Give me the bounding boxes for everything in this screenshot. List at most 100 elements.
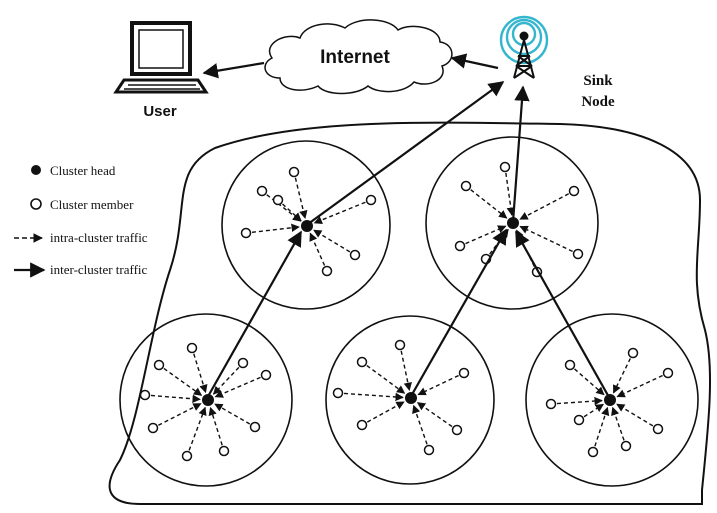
cluster-head <box>604 394 616 406</box>
intra-cluster-link <box>214 403 251 425</box>
cluster-top-right <box>425 136 599 310</box>
legend: Cluster head Cluster member intra-cluste… <box>14 163 148 278</box>
user-label: User <box>143 103 177 120</box>
intra-cluster-link <box>294 177 308 220</box>
cluster-member-node <box>587 446 599 458</box>
intra-cluster-link <box>611 406 625 441</box>
cluster-member-node <box>573 414 585 426</box>
cluster-member-node <box>272 194 284 206</box>
intra-cluster-link <box>470 189 508 219</box>
cluster-member-node <box>237 357 249 369</box>
intra-cluster-link <box>556 396 603 406</box>
inter-link-bm-to-tr <box>409 228 507 399</box>
intra-cluster-link <box>366 401 405 423</box>
legend-label-inter-traffic: inter-cluster traffic <box>50 262 148 277</box>
intra-cluster-link <box>214 376 261 398</box>
legend-label-cluster-member: Cluster member <box>50 197 134 212</box>
cluster-head <box>301 220 313 232</box>
cluster-member-node <box>394 339 406 351</box>
internet-cloud: Internet <box>264 19 453 95</box>
intra-cluster-link <box>519 225 573 253</box>
cluster-bottom-left <box>119 313 293 487</box>
intra-cluster-link <box>313 201 366 225</box>
intra-cluster-link <box>193 353 208 394</box>
inter-link-tr-to-sink <box>511 85 530 223</box>
laptop-icon <box>113 21 209 94</box>
intra-cluster-link <box>309 232 326 266</box>
cluster-member-node <box>256 185 268 197</box>
intra-cluster-link <box>266 194 302 222</box>
cluster-member-node <box>545 398 557 410</box>
link-internet-to-user <box>202 61 265 79</box>
cluster-member-node <box>356 419 368 431</box>
inter-link-bl-to-tl <box>205 230 302 401</box>
cluster-member-node <box>139 389 151 401</box>
legend-cluster-head-symbol <box>31 165 41 175</box>
intra-cluster-link <box>366 364 406 394</box>
intra-cluster-links <box>150 172 663 451</box>
intra-cluster-link <box>616 374 663 398</box>
cluster-member-node <box>620 440 632 452</box>
intra-cluster-link <box>416 401 453 428</box>
cluster-member-node <box>627 347 639 359</box>
intra-cluster-link <box>208 406 223 446</box>
cluster-head <box>202 394 214 406</box>
cluster-members <box>139 161 674 462</box>
cluster-member-node <box>186 342 198 354</box>
intra-cluster-link <box>150 394 201 403</box>
intra-cluster-link <box>313 229 351 253</box>
sink-node-label-line2: Node <box>581 94 615 110</box>
intra-cluster-link <box>212 366 240 395</box>
intra-cluster-link <box>343 392 404 402</box>
antenna-tower-icon <box>499 15 549 79</box>
intra-cluster-link <box>612 358 631 394</box>
cluster-bottom-right <box>525 313 699 487</box>
inter-cluster-links <box>202 53 611 401</box>
intra-cluster-link <box>505 172 515 216</box>
cluster-head <box>405 392 417 404</box>
cluster-member-node <box>249 421 261 433</box>
legend-cluster-member-symbol <box>30 198 42 210</box>
cluster-member-node <box>451 424 463 436</box>
cluster-member-node <box>460 180 472 192</box>
cluster-member-node <box>288 166 300 178</box>
intra-cluster-link <box>616 403 654 427</box>
cluster-member-node <box>147 422 159 434</box>
cluster-member-node <box>240 227 252 239</box>
intra-cluster-link <box>282 203 302 222</box>
cluster-member-node <box>564 359 576 371</box>
legend-label-cluster-head: Cluster head <box>50 163 116 178</box>
intra-cluster-link <box>163 367 203 396</box>
intra-cluster-link <box>158 403 202 426</box>
internet-label: Internet <box>320 47 390 68</box>
cluster-member-node <box>423 444 435 456</box>
inter-link-tl-to-sink <box>307 81 505 225</box>
sensor-field-boundary <box>108 121 712 505</box>
intra-cluster-link <box>400 350 412 391</box>
cluster-member-node <box>153 359 165 371</box>
cluster-member-node <box>499 161 511 173</box>
intra-cluster-link <box>251 223 300 234</box>
cluster-bottom-middle <box>325 315 495 485</box>
cluster-heads <box>202 217 616 406</box>
inter-link-br-to-tr <box>515 230 611 400</box>
cluster-member-node <box>356 356 368 368</box>
intra-cluster-link <box>583 403 604 418</box>
legend-label-intra-traffic: intra-cluster traffic <box>50 230 148 245</box>
cluster-head <box>507 217 519 229</box>
intra-cluster-link <box>594 406 610 447</box>
cluster-member-node <box>181 450 193 462</box>
cluster-member-node <box>349 249 361 261</box>
intra-cluster-link <box>519 193 570 220</box>
cluster-member-node <box>568 185 580 197</box>
intra-cluster-link <box>188 406 207 451</box>
cluster-member-node <box>218 445 230 457</box>
intra-cluster-link <box>412 404 428 445</box>
cluster-member-node <box>458 367 470 379</box>
cluster-member-node <box>572 248 584 260</box>
cluster-top-left <box>221 140 391 310</box>
cluster-member-node <box>365 194 377 206</box>
cluster-member-node <box>321 265 333 277</box>
intra-cluster-link <box>417 374 459 396</box>
